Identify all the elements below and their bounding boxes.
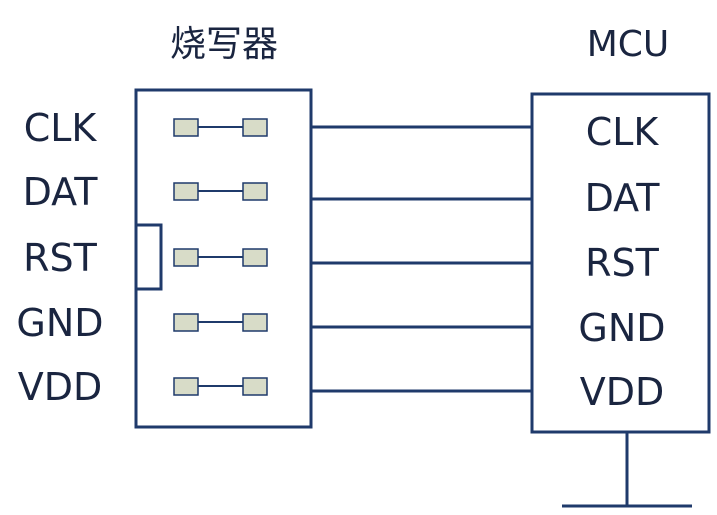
programmer-rst-notch — [134, 223, 163, 291]
mcu-pin-label-clk: CLK — [586, 110, 660, 154]
pad-left-dat — [173, 182, 199, 201]
pad-right-vdd — [242, 377, 268, 396]
pad-left-vdd — [173, 377, 199, 396]
programmer-pads — [173, 118, 268, 396]
programmer-pin-label-dat: DAT — [23, 170, 99, 214]
mcu-pin-label-rst: RST — [585, 241, 660, 285]
pad-left-clk — [173, 118, 199, 137]
pad-right-clk — [242, 118, 268, 137]
pad-left-rst — [173, 248, 199, 267]
mcu-pin-label-dat: DAT — [585, 176, 661, 220]
programmer-pin-labels: CLK DAT RST GND VDD — [16, 106, 103, 409]
mcu-pin-label-gnd: GND — [578, 306, 665, 350]
connection-wires — [311, 125, 532, 393]
programmer-pin-label-rst: RST — [23, 236, 98, 280]
mcu-title: MCU — [587, 24, 670, 65]
programmer-title: 烧写器 — [170, 24, 278, 65]
pad-right-dat — [242, 182, 268, 201]
pad-right-rst — [242, 248, 268, 267]
pad-left-gnd — [173, 313, 199, 332]
pad-right-gnd — [242, 313, 268, 332]
programmer-pin-label-gnd: GND — [16, 301, 103, 345]
mcu-pin-labels: CLK DAT RST GND VDD — [578, 110, 665, 414]
programmer-pin-label-clk: CLK — [24, 106, 98, 150]
mcu-pin-label-vdd: VDD — [580, 370, 665, 414]
programmer-pin-label-vdd: VDD — [18, 365, 103, 409]
